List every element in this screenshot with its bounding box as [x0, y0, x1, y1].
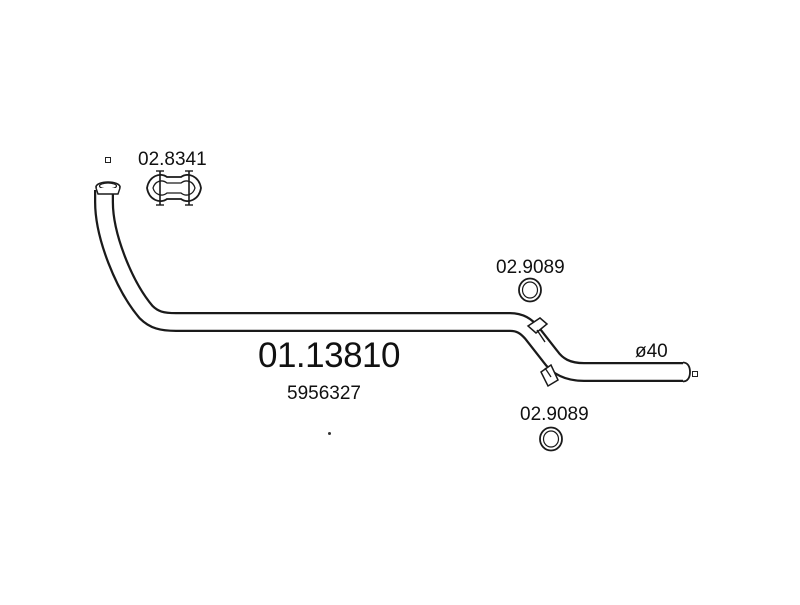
gasket-ring-bottom: [539, 426, 563, 452]
pipe-end-cap: [682, 361, 691, 383]
clamp-part-label: 02.8341: [138, 149, 207, 170]
oe-number: 5956327: [287, 383, 361, 404]
inlet-marker-icon: [105, 157, 111, 163]
gasket-ring-top: [518, 277, 542, 303]
gasket-part-label-bottom: 02.9089: [520, 404, 589, 425]
inlet-flange: [95, 181, 121, 195]
part-number: 01.13810: [258, 336, 400, 375]
exhaust-clamp: [146, 170, 202, 206]
reference-dot: [328, 432, 331, 435]
outlet-marker-icon: [692, 371, 698, 377]
exhaust-pipe-inner: [96, 190, 683, 380]
diameter-label: ø40: [635, 341, 668, 362]
mounting-bracket: [526, 317, 559, 388]
gasket-part-label-top: 02.9089: [496, 257, 565, 278]
